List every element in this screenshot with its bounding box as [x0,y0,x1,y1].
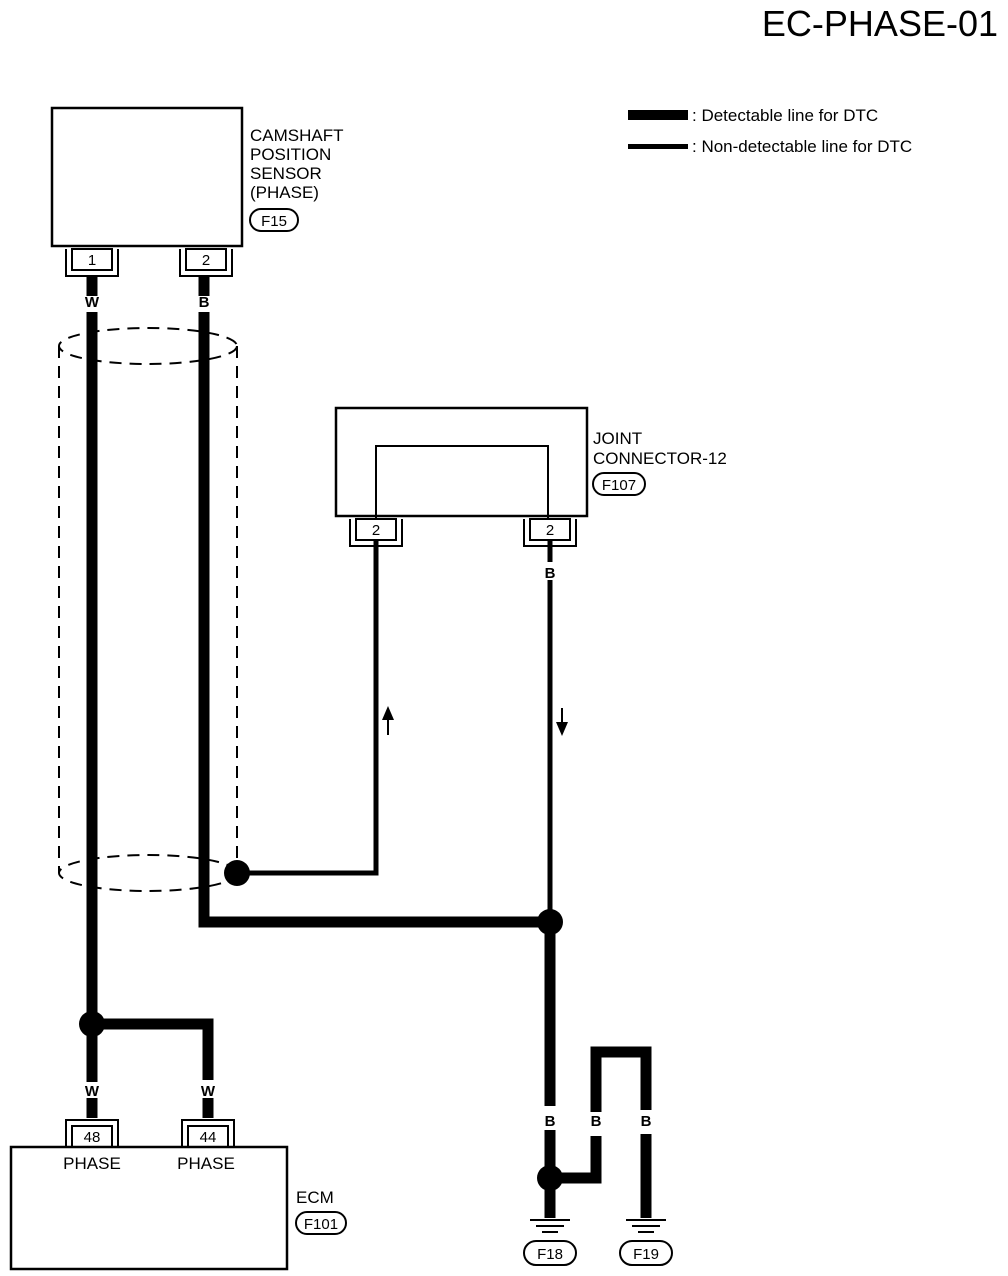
legend: : Detectable line for DTC : Non-detectab… [628,106,912,156]
flow-arrow-up [382,706,394,735]
legend-thin-line [628,144,688,149]
svg-text:2: 2 [372,522,380,539]
joint-name-line-2: CONNECTOR-12 [593,449,727,468]
wire-color-b-joint: B [545,565,556,582]
ecm-pin-48: 48 [65,1119,119,1148]
wire-color-w-ecm-44: W [201,1083,216,1100]
wire-color-w-ecm-48: W [85,1083,100,1100]
ground-symbol-f19 [626,1219,666,1233]
joint-pin-right: 2 [523,518,577,547]
joint-pin-left: 2 [349,518,403,547]
sensor-pin-1: 1 [65,248,119,277]
ecm-pin-44-label: PHASE [177,1154,235,1173]
sensor-pin-2: 2 [179,248,233,277]
phase-splice-dot [79,1011,105,1037]
wire-color-b-ground-1: B [545,1113,556,1130]
camshaft-position-sensor: CAMSHAFT POSITION SENSOR (PHASE) F15 [50,106,344,248]
legend-non-detectable-label: : Non-detectable line for DTC [692,137,912,156]
svg-text:1: 1 [88,252,96,269]
ground-symbol-f18 [530,1219,570,1233]
wire-color-b-top: B [199,294,210,311]
svg-text:2: 2 [202,252,210,269]
ecm: PHASE PHASE ECM F101 [9,1145,347,1271]
wire-color-b-ground-2: B [591,1113,602,1130]
wire-color-w-top: W [85,294,100,311]
ecm-connector-id: F101 [304,1216,338,1233]
flow-arrow-down [556,708,568,736]
shield-splice-dot [224,860,250,886]
ground-f19-connector-id: F19 [633,1246,659,1263]
svg-text:48: 48 [84,1129,101,1146]
ground-f18-connector-id: F18 [537,1246,563,1263]
shield [58,327,238,892]
sensor-connector-id: F15 [261,213,287,230]
legend-detectable-label: : Detectable line for DTC [692,106,878,125]
ecm-name: ECM [296,1188,334,1207]
sensor-name-line-4: (PHASE) [250,183,319,202]
ground-f18-connector-badge [523,1240,577,1266]
svg-text:2: 2 [546,522,554,539]
ground-f19-connector-badge [619,1240,673,1266]
sensor-name-line-3: SENSOR [250,164,322,183]
joint-connector-id: F107 [602,477,636,494]
joint-connector: JOINT CONNECTOR-12 F107 [334,406,727,518]
lower-ground-splice-dot [537,1165,563,1191]
non-detectable-wires [237,540,553,922]
joint-name-line-1: JOINT [593,429,642,448]
ecm-pin-48-label: PHASE [63,1154,121,1173]
detectable-wires [86,276,652,1218]
legend-thick-line [628,110,688,120]
wire-color-b-ground-3: B [641,1113,652,1130]
sensor-name-line-2: POSITION [250,145,331,164]
sensor-name-line-1: CAMSHAFT [250,126,344,145]
ecm-pin-44: 44 [181,1119,235,1148]
svg-text:44: 44 [200,1129,217,1146]
page-title: EC-PHASE-01 [762,3,998,44]
ground-splice-dot [537,909,563,935]
